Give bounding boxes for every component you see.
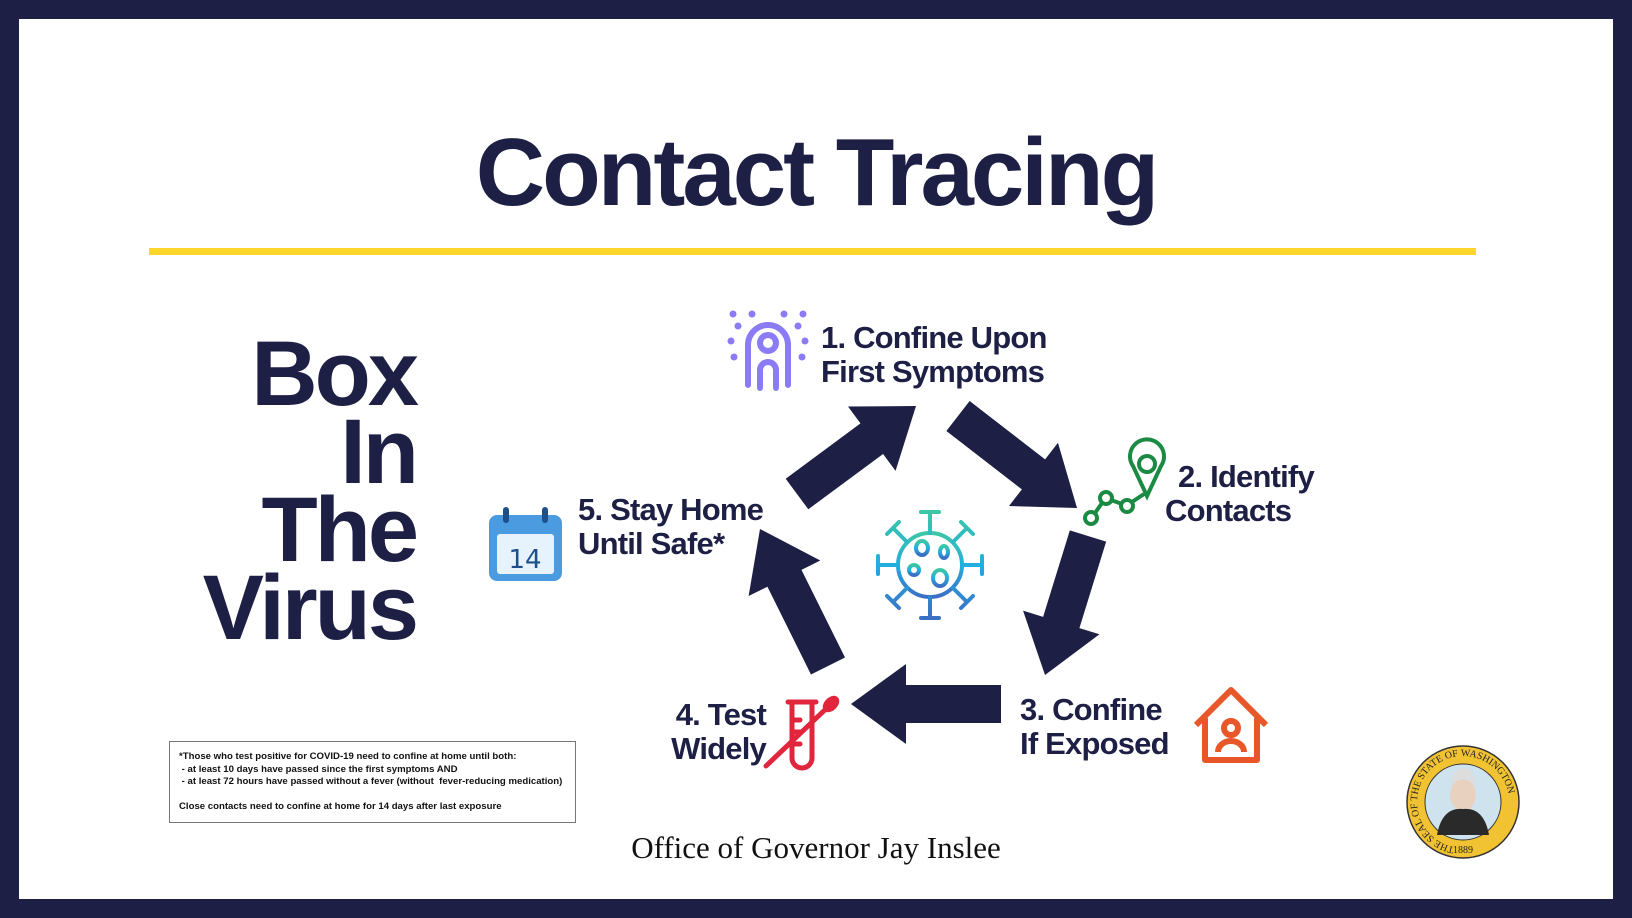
symptomatic-person-icon — [727, 310, 809, 391]
footnote-box: *Those who test positive for COVID-19 ne… — [169, 741, 576, 823]
slogan-line: Virus — [202, 557, 419, 659]
step-label-line: Widely — [671, 731, 767, 766]
step-label-line: First Symptoms — [821, 354, 1045, 389]
office-credit: Office of Governor Jay Inslee — [631, 830, 1001, 865]
cycle-arrow-2 — [946, 400, 1077, 508]
page-title: Contact Tracing — [475, 119, 1159, 226]
svg-text:1889: 1889 — [1453, 845, 1473, 856]
cycle-arrow-3 — [1023, 530, 1107, 675]
slogan-line: Box — [251, 323, 419, 425]
location-trace-icon — [1083, 437, 1166, 526]
footnote-line: - at least 10 days have passed since the… — [179, 763, 458, 775]
test-tube-swab-icon — [763, 695, 840, 771]
step-label-line: 2. Identify — [1178, 459, 1315, 494]
step-label-line: 1. Confine Upon — [821, 320, 1047, 355]
footnote-line — [179, 789, 566, 802]
calendar-day: 14 — [508, 545, 541, 575]
step-2-label: 2. Identify Contacts — [1165, 459, 1315, 528]
step-1-label: 1. Confine Upon First Symptoms — [821, 321, 1047, 389]
cycle-arrow-1 — [785, 406, 916, 510]
cycle-arrow-4 — [851, 664, 1001, 744]
state-seal-logo: THE SEAL OF THE STATE OF WASHINGTON 1889 — [1406, 745, 1520, 859]
step-label-line: 3. Confine — [1020, 692, 1163, 727]
step-label-line: 5. Stay Home — [578, 492, 764, 527]
slogan: Box In The Virus — [202, 323, 419, 659]
step-label-line: Contacts — [1165, 493, 1292, 528]
slogan-line: In — [340, 401, 419, 503]
step-3-label: 3. Confine If Exposed — [1020, 692, 1170, 761]
slogan-line: The — [261, 479, 419, 581]
footnote-line: Close contacts need to confine at home f… — [179, 801, 502, 812]
step-label-line: 4. Test — [675, 697, 767, 732]
title-divider — [149, 248, 1476, 255]
footnote-line: *Those who test positive for COVID-19 ne… — [179, 751, 517, 762]
cycle-arrow-5 — [748, 529, 846, 675]
step-4-label: 4. Test Widely — [671, 697, 767, 766]
calendar-14-icon: 14 — [489, 507, 562, 581]
footnote-line: - at least 72 hours have passed without … — [179, 776, 563, 787]
step-label-line: Until Safe* — [578, 526, 725, 561]
step-label-line: If Exposed — [1020, 726, 1170, 761]
virus-icon — [876, 510, 984, 620]
step-5-label: 5. Stay Home Until Safe* — [578, 492, 764, 561]
home-person-icon — [1193, 687, 1269, 763]
